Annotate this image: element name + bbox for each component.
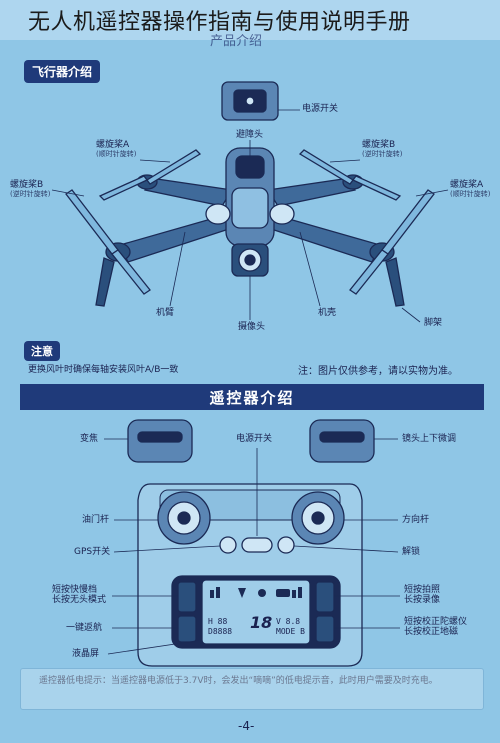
propeller-a-left-sub: (顺时针旋转) [96, 150, 137, 159]
label-propeller-b-right: 螺旋桨B (逆时针旋转) [362, 140, 402, 158]
page-title-bar: 无人机遥控器操作指南与使用说明手册 [0, 0, 500, 40]
propeller-a-left-text: 螺旋桨A [96, 140, 130, 150]
label-propeller-a-right: 螺旋桨A (顺时针旋转) [450, 180, 490, 198]
propeller-a-right-sub: (顺时针旋转) [450, 190, 491, 199]
propeller-b-right-sub: (逆时针旋转) [362, 150, 403, 159]
gyro-line2: 长按校正地磁 [404, 627, 459, 638]
note-image-reference: 注：图片仅供参考，请以实物为准。 [298, 366, 458, 377]
note-text: 更换风叶时确保每轴安装风叶A/B一致 [28, 365, 179, 375]
label-camera: 摄像头 [238, 322, 266, 332]
label-lcd-screen: 液晶屏 [72, 649, 100, 659]
label-gyro-calibrate: 短按校正陀螺仪 长按校正地磁 [404, 617, 467, 638]
propeller-b-left-sub: (逆时针旋转) [10, 190, 51, 199]
propeller-b-right-text: 螺旋桨B [362, 140, 396, 150]
speed-line1: 短按快慢档 [52, 585, 98, 595]
label-propeller-a-left: 螺旋桨A (顺时针旋转) [96, 140, 136, 158]
label-return-home: 一键返航 [66, 623, 103, 633]
label-arm: 机臂 [156, 308, 175, 318]
label-power-switch-drone: 电源开关 [302, 104, 339, 114]
page-number: -4- [238, 719, 255, 733]
lcd-right-readout: V 8.8 MODE B [276, 617, 305, 636]
low-battery-warning: 遥控器低电提示：当遥控器电源低于3.7V时，会发出“嘀嘀”的低电提示音，此时用户… [20, 668, 484, 710]
label-zoom: 变焦 [80, 434, 99, 444]
speed-line2: 长按无头模式 [52, 595, 107, 606]
lcd-left-line1: H 88 [208, 617, 228, 626]
lcd-icons [210, 587, 302, 598]
label-propeller-b-left: 螺旋桨B (逆时针旋转) [10, 180, 50, 198]
page-title: 无人机遥控器操作指南与使用说明手册 [28, 10, 411, 35]
drone-section-tag: 飞行器介绍 [24, 60, 101, 83]
label-unlock: 解锁 [402, 547, 421, 557]
lcd-right-line2: MODE B [276, 626, 305, 636]
photo-line1: 短按拍照 [404, 585, 441, 595]
drone-illustration [65, 81, 435, 307]
label-obstacle-sensor: 避障头 [236, 130, 264, 140]
label-direction-stick: 方向杆 [402, 515, 430, 525]
label-shell: 机壳 [318, 308, 337, 318]
faint-section-header: 产品介绍 [210, 34, 263, 49]
label-power-switch-remote: 电源开关 [236, 434, 273, 444]
lcd-left-readout: H 88 D8888 [208, 617, 232, 636]
label-landing-gear: 脚架 [424, 318, 443, 328]
label-gps-switch: GPS开关 [74, 547, 111, 557]
propeller-b-left-text: 螺旋桨B [10, 180, 44, 190]
remote-section-banner: 遥控器介绍 [20, 384, 484, 410]
lcd-left-line2: D8888 [208, 626, 233, 636]
photo-line2: 长按录像 [404, 595, 441, 606]
label-throttle-stick: 油门杆 [82, 515, 110, 525]
label-speed-headless: 短按快慢档 长按无头模式 [52, 585, 106, 606]
note-tag: 注意 [24, 341, 60, 361]
label-photo-video: 短按拍照 长按录像 [404, 585, 440, 606]
gyro-line1: 短按校正陀螺仪 [404, 617, 468, 627]
label-lens-tilt: 镜头上下微调 [402, 434, 457, 444]
lcd-center-digit: 18 [250, 613, 273, 632]
propeller-a-right-text: 螺旋桨A [450, 180, 484, 190]
lcd-right-line1: V 8.8 [276, 617, 301, 626]
